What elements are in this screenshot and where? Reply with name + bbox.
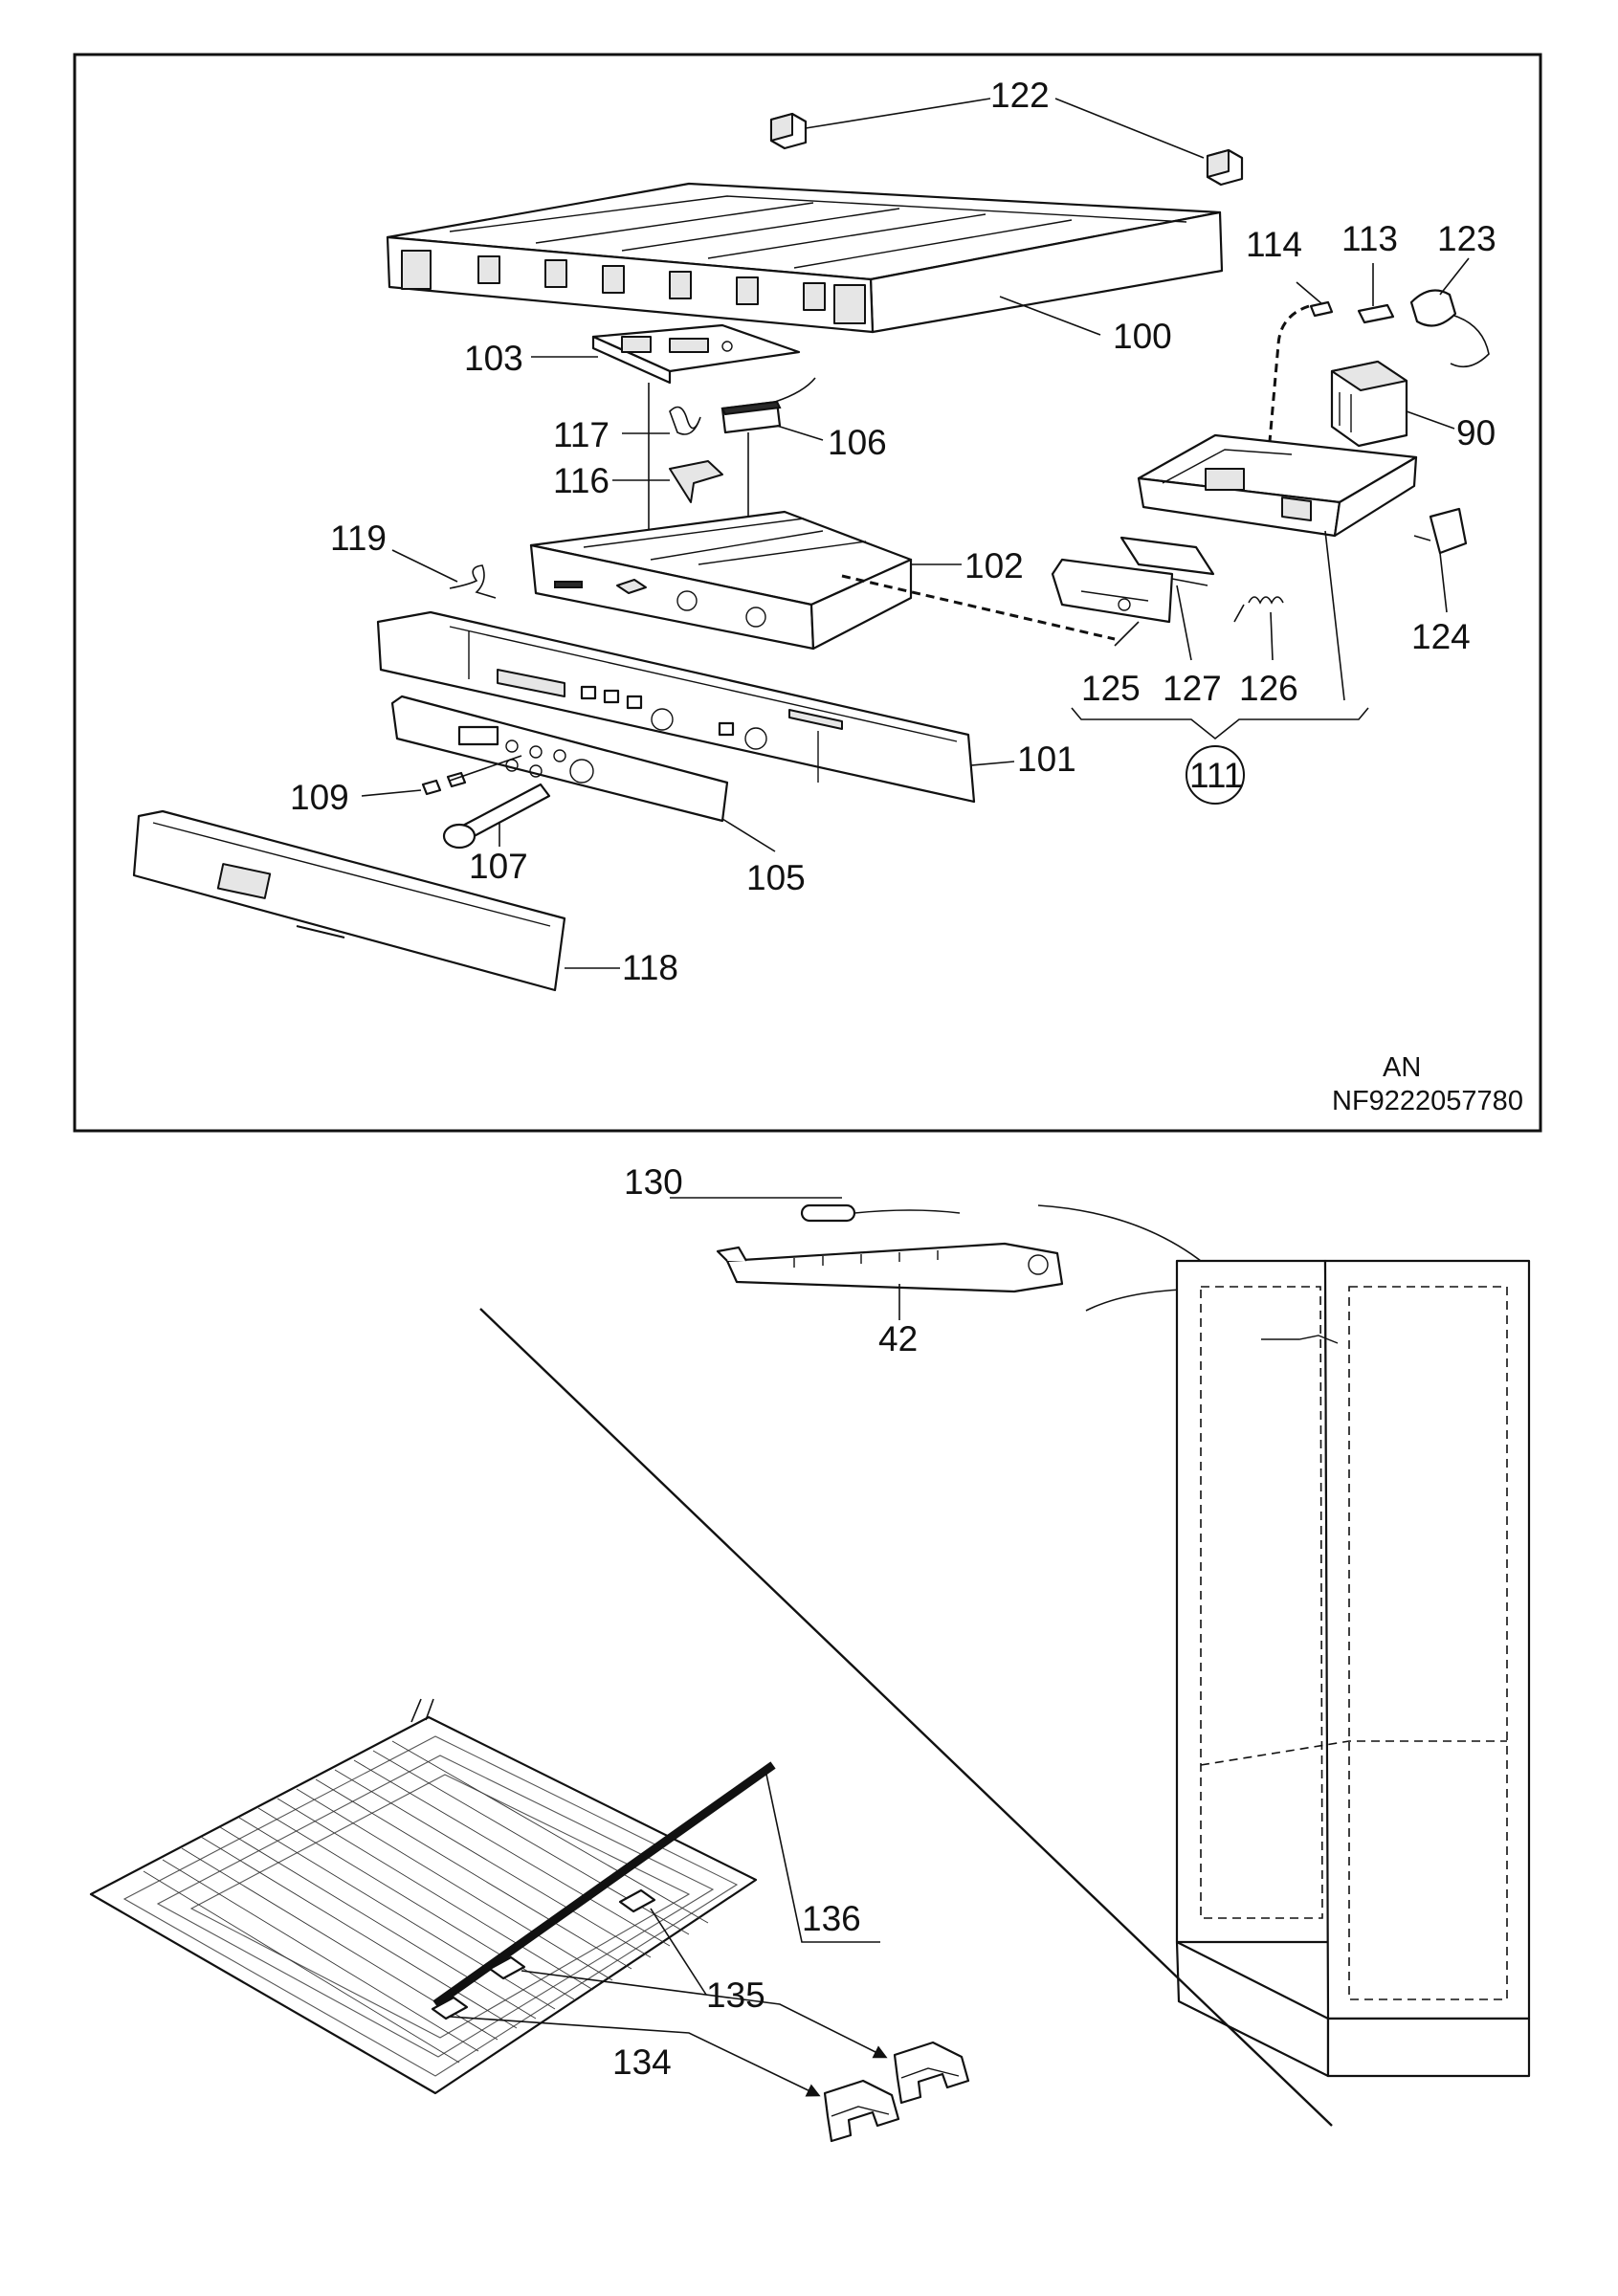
part-130-temperature-probe [800, 1203, 961, 1223]
part-123-connector [1409, 289, 1490, 368]
part-111-lamp-housing [1137, 433, 1418, 538]
part-119-spring-clip [449, 564, 497, 599]
part-113-bulb [1357, 303, 1395, 324]
callout-119: 119 [330, 519, 387, 558]
callout-125: 125 [1081, 669, 1141, 708]
drawing-code-line1: AN [1383, 1052, 1421, 1083]
section-divider-line [479, 1308, 1333, 2127]
callout-90: 90 [1456, 413, 1496, 453]
part-122-clip-right [1206, 148, 1244, 187]
callout-111-circle [1186, 745, 1245, 805]
callout-126: 126 [1239, 669, 1298, 708]
part-135-tube-clip-lower [488, 1955, 526, 1980]
callout-109: 109 [290, 778, 349, 817]
part-109-knobs [421, 771, 467, 796]
part-136-heater-wire [432, 1761, 776, 2008]
cabinet-outline [1175, 1259, 1531, 2078]
drawing-code-line2: NF9222057780 [1332, 1086, 1523, 1116]
callout-135: 135 [706, 1976, 765, 2015]
callout-42: 42 [878, 1319, 918, 1358]
callout-130: 130 [624, 1162, 683, 1202]
part-103-control-board [591, 323, 801, 385]
part-101-control-fascia [376, 610, 976, 804]
part-42-probe-holder [716, 1242, 1064, 1293]
callout-124: 124 [1411, 617, 1471, 656]
part-127-switch [1119, 536, 1215, 586]
callout-106: 106 [828, 423, 887, 462]
part-90-transformer [1330, 360, 1408, 448]
part-106-component-box [720, 377, 816, 434]
part-107-shaft [442, 783, 551, 850]
callout-114: 114 [1246, 225, 1302, 264]
callout-122: 122 [990, 76, 1050, 115]
part-100-top-cover [386, 182, 1224, 334]
part-124-hinge-bracket [1413, 507, 1468, 555]
part-135-tube-clip-upper [618, 1888, 656, 1913]
callout-100: 100 [1113, 317, 1172, 356]
top-panel-frame [73, 53, 1542, 1133]
callout-118: 118 [622, 948, 678, 987]
callout-136: 136 [802, 1899, 861, 1938]
brace-111 [1071, 707, 1369, 740]
part-102-control-housing [529, 510, 913, 651]
callout-101: 101 [1017, 740, 1076, 779]
part-122-clip-left [769, 112, 808, 150]
callout-127: 127 [1163, 669, 1222, 708]
callout-107: 107 [469, 847, 528, 886]
callout-102: 102 [964, 546, 1024, 585]
part-117-wire-clip [669, 406, 701, 435]
callout-105: 105 [746, 858, 806, 897]
part-135-clip-detail [893, 2041, 970, 2105]
callout-116: 116 [553, 461, 610, 500]
callout-111: 111 [1189, 756, 1243, 795]
callout-103: 103 [464, 339, 523, 378]
part-116-bracket [669, 460, 723, 503]
callout-134: 134 [612, 2042, 672, 2082]
part-126-spring [1233, 596, 1284, 623]
part-134-clip-on-coil [431, 1996, 469, 2020]
part-125-lamp-cover [1051, 558, 1174, 624]
callout-113: 113 [1341, 219, 1398, 258]
part-105-display-panel [390, 695, 729, 823]
part-118-front-trim [132, 809, 566, 992]
part-evaporator-coil [89, 1698, 758, 2095]
callout-123: 123 [1437, 219, 1496, 258]
part-134-clip-detail [823, 2079, 900, 2143]
callout-117: 117 [553, 415, 610, 454]
